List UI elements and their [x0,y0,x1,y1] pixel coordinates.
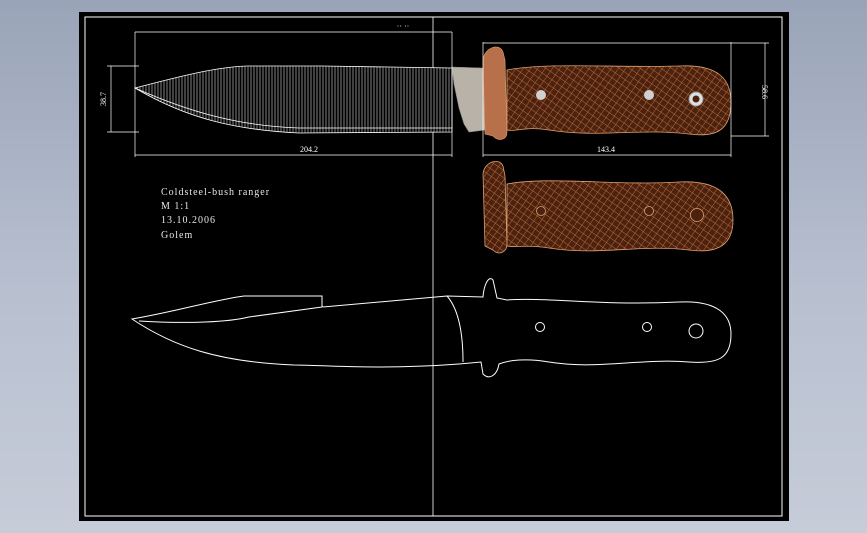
knife-outline-view [130,278,732,378]
author-note: Golem [161,230,194,241]
blade-hatched [133,65,453,134]
dim-blade-length: 204.2 [300,145,318,154]
rivet-2 [644,90,654,100]
rivet-1 [536,90,546,100]
scale-note: M 1:1 [161,201,191,212]
svg-text:·· ··: ·· ·· [397,22,410,31]
knife-top-view [133,46,732,140]
dim-blade-height: 38.7 [99,92,108,106]
dim-handle-length: 143.4 [597,145,615,154]
knife-drawing: ·· ·· 204.2 143.4 38.7 58.6 [84,16,783,517]
handle-side-view [482,161,734,254]
drawing-sheet: ·· ·· 204.2 143.4 38.7 58.6 Coldsteel-bu… [79,12,789,521]
inner-frame [84,16,783,517]
ricasso [451,66,486,133]
handle-top [506,65,732,136]
date-note: 13.10.2006 [161,215,216,226]
guard-top [482,46,508,140]
dimension-lines [107,31,769,157]
dim-handle-height: 58.6 [760,85,769,99]
title-note: Coldsteel-bush ranger [161,187,271,198]
